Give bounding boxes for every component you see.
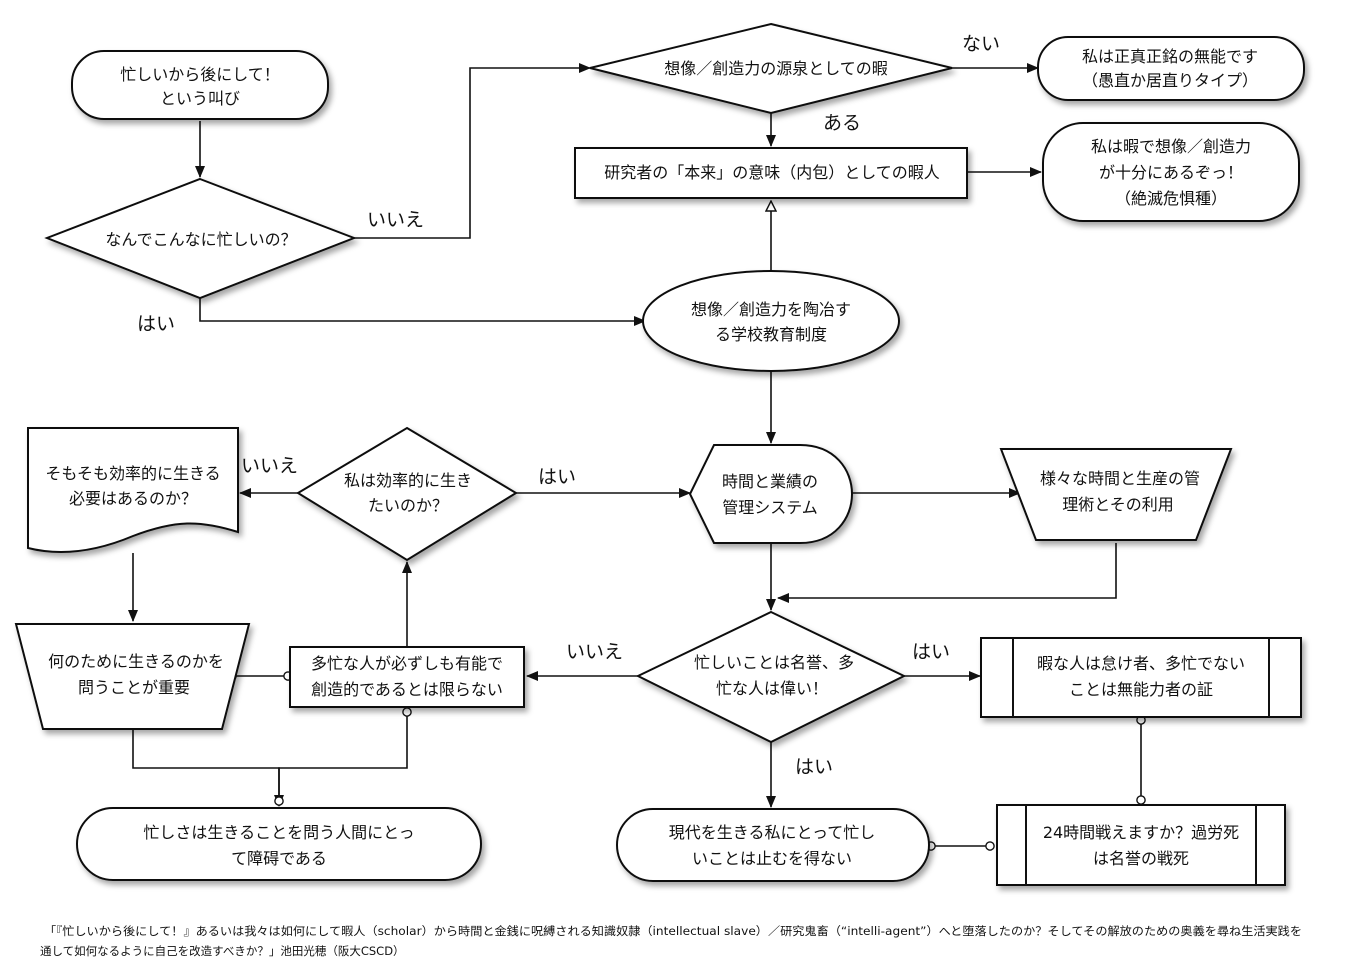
node-obstacle-line-1: 忙しさは生きることを問う人間にとっ [143, 823, 414, 842]
node-busy-honor: 忙しいことは名誉、多 忙な人は偉い！ [635, 610, 907, 744]
node-karoshi-line-2: は名誉の戦死 [1093, 849, 1189, 868]
label-yes-honor-down: はい [795, 756, 833, 778]
link-notcapable-to-obstacle [274, 707, 412, 806]
node-management-technique-line-1: 様々な時間と生産の管 [1040, 469, 1200, 488]
node-management-technique: 様々な時間と生産の管 理術とその利用 [999, 448, 1233, 541]
node-why-live: 何のために生きるのかを 問うことが重要 [14, 623, 251, 730]
node-need-efficient-line-1: そもそも効率的に生きる [45, 464, 220, 483]
node-management-system-line-1: 時間と業績の [722, 472, 818, 491]
node-school: 想像／創造力を陶冶す る学校教育制度 [642, 270, 900, 372]
label-no-efficient: いいえ [241, 455, 298, 477]
node-leisure-source: 想像／創造力の源泉としての暇 [589, 22, 953, 115]
node-obstacle: 忙しさは生きることを問う人間にとっ て障碍である [76, 807, 482, 881]
node-busy-cry: 忙しいから後にして！ という叫び [71, 50, 329, 120]
edge-tech-merge [777, 543, 1117, 603]
node-why-busy: なんでこんなに忙しいの？ [44, 177, 357, 300]
edge-labels: いいえ はい ない ある いいえ はい いいえ はい はい [137, 33, 1000, 778]
node-karoshi-line-1: 24時間戦えますか？過労死 [1043, 823, 1239, 842]
caption-line-1: 「『忙しいから後にして！』あるいは我々は如何にして暇人（scholar）から時間… [44, 924, 1302, 938]
node-incompetent-line-2: （愚直か居直りタイプ） [1082, 71, 1258, 90]
node-obstacle-line-2: て障碍である [231, 849, 327, 868]
node-need-efficient-line-2: 必要はあるのか？ [69, 489, 197, 508]
label-yes-honor-right: はい [912, 641, 950, 663]
node-efficient-question-line-2: たいのか？ [368, 496, 448, 515]
label-yes-efficient: はい [538, 466, 576, 488]
node-not-capable: 多忙な人が必ずしも有能で 創造的であるとは限らない [289, 646, 525, 708]
node-inevitable-line-1: 現代を生きる私にとって忙し [669, 823, 875, 842]
node-why-busy-line-1: なんでこんなに忙しいの？ [105, 230, 296, 249]
node-leisure-source-line-1: 想像／創造力の源泉としての暇 [664, 59, 888, 78]
edge-why-no-to-leisure [354, 63, 591, 239]
node-busy-cry-line-2: という叫び [160, 89, 240, 108]
node-creative-line-1: 私は暇で想像／創造力 [1091, 137, 1251, 156]
caption: 「『忙しいから後にして！』あるいは我々は如何にして暇人（scholar）から時間… [40, 924, 1302, 958]
node-school-line-1: 想像／創造力を陶冶す [691, 300, 851, 319]
node-researcher: 研究者の「本来」の意味（内包）としての暇人 [574, 147, 968, 199]
node-school-line-2: る学校教育制度 [715, 325, 827, 344]
node-idle-lazy-line-2: ことは無能力者の証 [1069, 680, 1213, 699]
edges [128, 63, 1146, 851]
node-creative-line-2: が十分にあるぞっ！ [1099, 163, 1243, 182]
node-busy-honor-line-1: 忙しいことは名誉、多 [694, 653, 854, 672]
label-nai: ない [962, 33, 1000, 55]
node-efficient-question: 私は効率的に生き たいのか？ [296, 426, 518, 562]
caption-line-2: 通して如何なるように自己を改造すべきか？」池田光穂（阪大CSCD） [40, 944, 405, 958]
label-no-honor: いいえ [566, 641, 623, 663]
node-karoshi: 24時間戦えますか？過労死 は名誉の戦死 [996, 804, 1286, 886]
node-not-capable-line-1: 多忙な人が必ずしも有能で [311, 654, 503, 673]
link-why-to-obstacle [132, 729, 284, 807]
node-management-technique-line-2: 理術とその利用 [1062, 495, 1174, 514]
node-why-live-line-2: 問うことが重要 [78, 678, 190, 697]
node-creative: 私は暇で想像／創造力 が十分にあるぞっ！ （絶滅危惧種） [1042, 122, 1300, 222]
node-inevitable-line-2: いことは止むを得ない [692, 849, 852, 868]
label-yes-why: はい [137, 313, 175, 335]
label-aru: ある [823, 112, 861, 134]
node-idle-lazy-line-1: 暇な人は怠け者、多忙でない [1037, 654, 1245, 673]
node-incompetent-line-1: 私は正真正銘の無能です [1082, 47, 1258, 66]
edge-why-yes-to-school [199, 298, 646, 326]
node-busy-honor-line-2: 忙な人は偉い！ [716, 679, 828, 698]
node-inevitable: 現代を生きる私にとって忙し いことは止むを得ない [616, 808, 930, 882]
node-management-system: 時間と業績の 管理システム [688, 444, 854, 544]
node-idle-lazy: 暇な人は怠け者、多忙でない ことは無能力者の証 [980, 637, 1302, 718]
node-incompetent: 私は正真正銘の無能です （愚直か居直りタイプ） [1037, 36, 1305, 101]
node-busy-cry-line-1: 忙しいから後にして！ [120, 65, 280, 84]
node-need-efficient: そもそも効率的に生きる 必要はあるのか？ [27, 427, 239, 553]
node-management-system-line-2: 管理システム [722, 498, 818, 517]
node-efficient-question-line-1: 私は効率的に生き [344, 471, 472, 490]
node-researcher-line-1: 研究者の「本来」の意味（内包）としての暇人 [604, 163, 940, 182]
node-creative-line-3: （絶滅危惧種） [1115, 189, 1227, 208]
node-why-live-line-1: 何のために生きるのかを [48, 652, 224, 671]
node-not-capable-line-2: 創造的であるとは限らない [311, 680, 503, 699]
label-no-why: いいえ [367, 209, 424, 231]
